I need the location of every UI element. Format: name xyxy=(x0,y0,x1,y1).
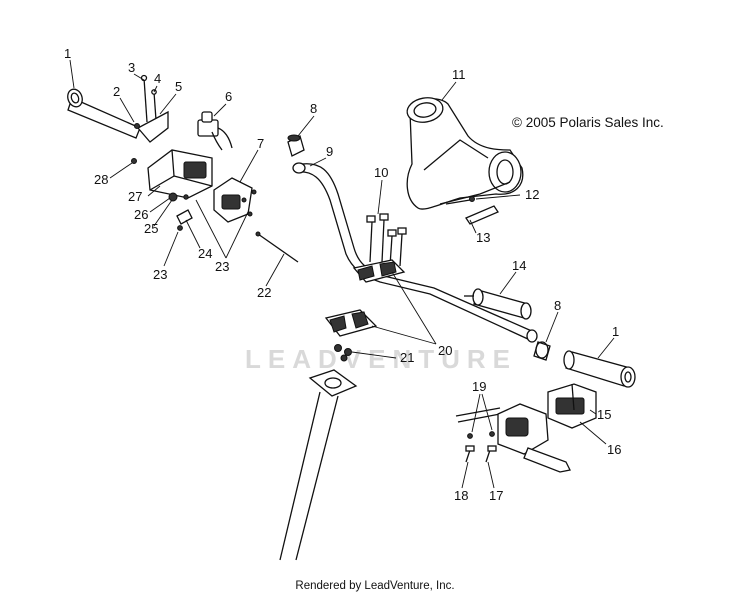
callout-1-left: 1 xyxy=(64,46,71,61)
callout-14: 14 xyxy=(512,258,526,273)
copyright-text: © 2005 Polaris Sales Inc. xyxy=(512,115,664,130)
callout-21: 21 xyxy=(400,350,414,365)
callout-28: 28 xyxy=(94,172,108,187)
small-parts xyxy=(168,192,193,231)
bolts xyxy=(366,213,407,267)
callout-8-right: 8 xyxy=(554,298,561,313)
callout-11: 11 xyxy=(452,67,466,82)
brake-housing xyxy=(547,383,597,429)
throttle-housing xyxy=(147,149,213,199)
grip-14 xyxy=(464,288,532,320)
callout-12: 12 xyxy=(525,187,539,202)
callout-19: 19 xyxy=(472,379,486,394)
brake-lever xyxy=(455,403,571,473)
callout-25: 25 xyxy=(144,221,158,236)
callout-20: 20 xyxy=(438,343,452,358)
callout-10: 10 xyxy=(374,165,388,180)
callout-17: 17 xyxy=(489,488,503,503)
callout-16: 16 xyxy=(607,442,621,457)
callout-6: 6 xyxy=(225,89,232,104)
callout-1-right: 1 xyxy=(612,324,619,339)
callout-23-left: 23 xyxy=(153,267,167,282)
handlebar-cover xyxy=(406,97,524,210)
kill-switch xyxy=(197,111,233,151)
cable xyxy=(255,231,299,263)
callout-22: 22 xyxy=(257,285,271,300)
callout-24: 24 xyxy=(198,246,212,261)
leader-lines xyxy=(69,59,615,489)
nuts xyxy=(334,344,352,362)
callout-23-right: 23 xyxy=(215,259,229,274)
bar-plug-left xyxy=(287,134,305,157)
bar-plug-right xyxy=(533,341,551,361)
grip-right xyxy=(563,350,636,388)
throttle-bracket xyxy=(134,74,169,143)
callout-13: 13 xyxy=(476,230,490,245)
callout-3: 3 xyxy=(128,60,135,75)
callout-9: 9 xyxy=(326,144,333,159)
callouts: 1 2 3 4 5 6 7 8 9 10 11 12 13 14 8 1 15 … xyxy=(64,46,621,503)
callout-18: 18 xyxy=(454,488,468,503)
footer-credit: Rendered by LeadVenture, Inc. xyxy=(295,580,455,592)
grip-left xyxy=(67,88,141,139)
screw-28 xyxy=(131,158,137,164)
callout-4: 4 xyxy=(154,71,161,86)
callout-5: 5 xyxy=(175,79,182,94)
clamps xyxy=(324,259,406,337)
callout-27: 27 xyxy=(128,189,142,204)
callout-8-left: 8 xyxy=(310,101,317,116)
fasteners-12-13 xyxy=(445,196,499,225)
watermark: LEADVENTURE xyxy=(245,344,517,374)
callout-2: 2 xyxy=(113,84,120,99)
callout-7: 7 xyxy=(257,136,264,151)
switch-housing xyxy=(213,177,257,223)
callout-26: 26 xyxy=(134,207,148,222)
steering-post xyxy=(279,369,358,561)
callout-15: 15 xyxy=(597,407,611,422)
